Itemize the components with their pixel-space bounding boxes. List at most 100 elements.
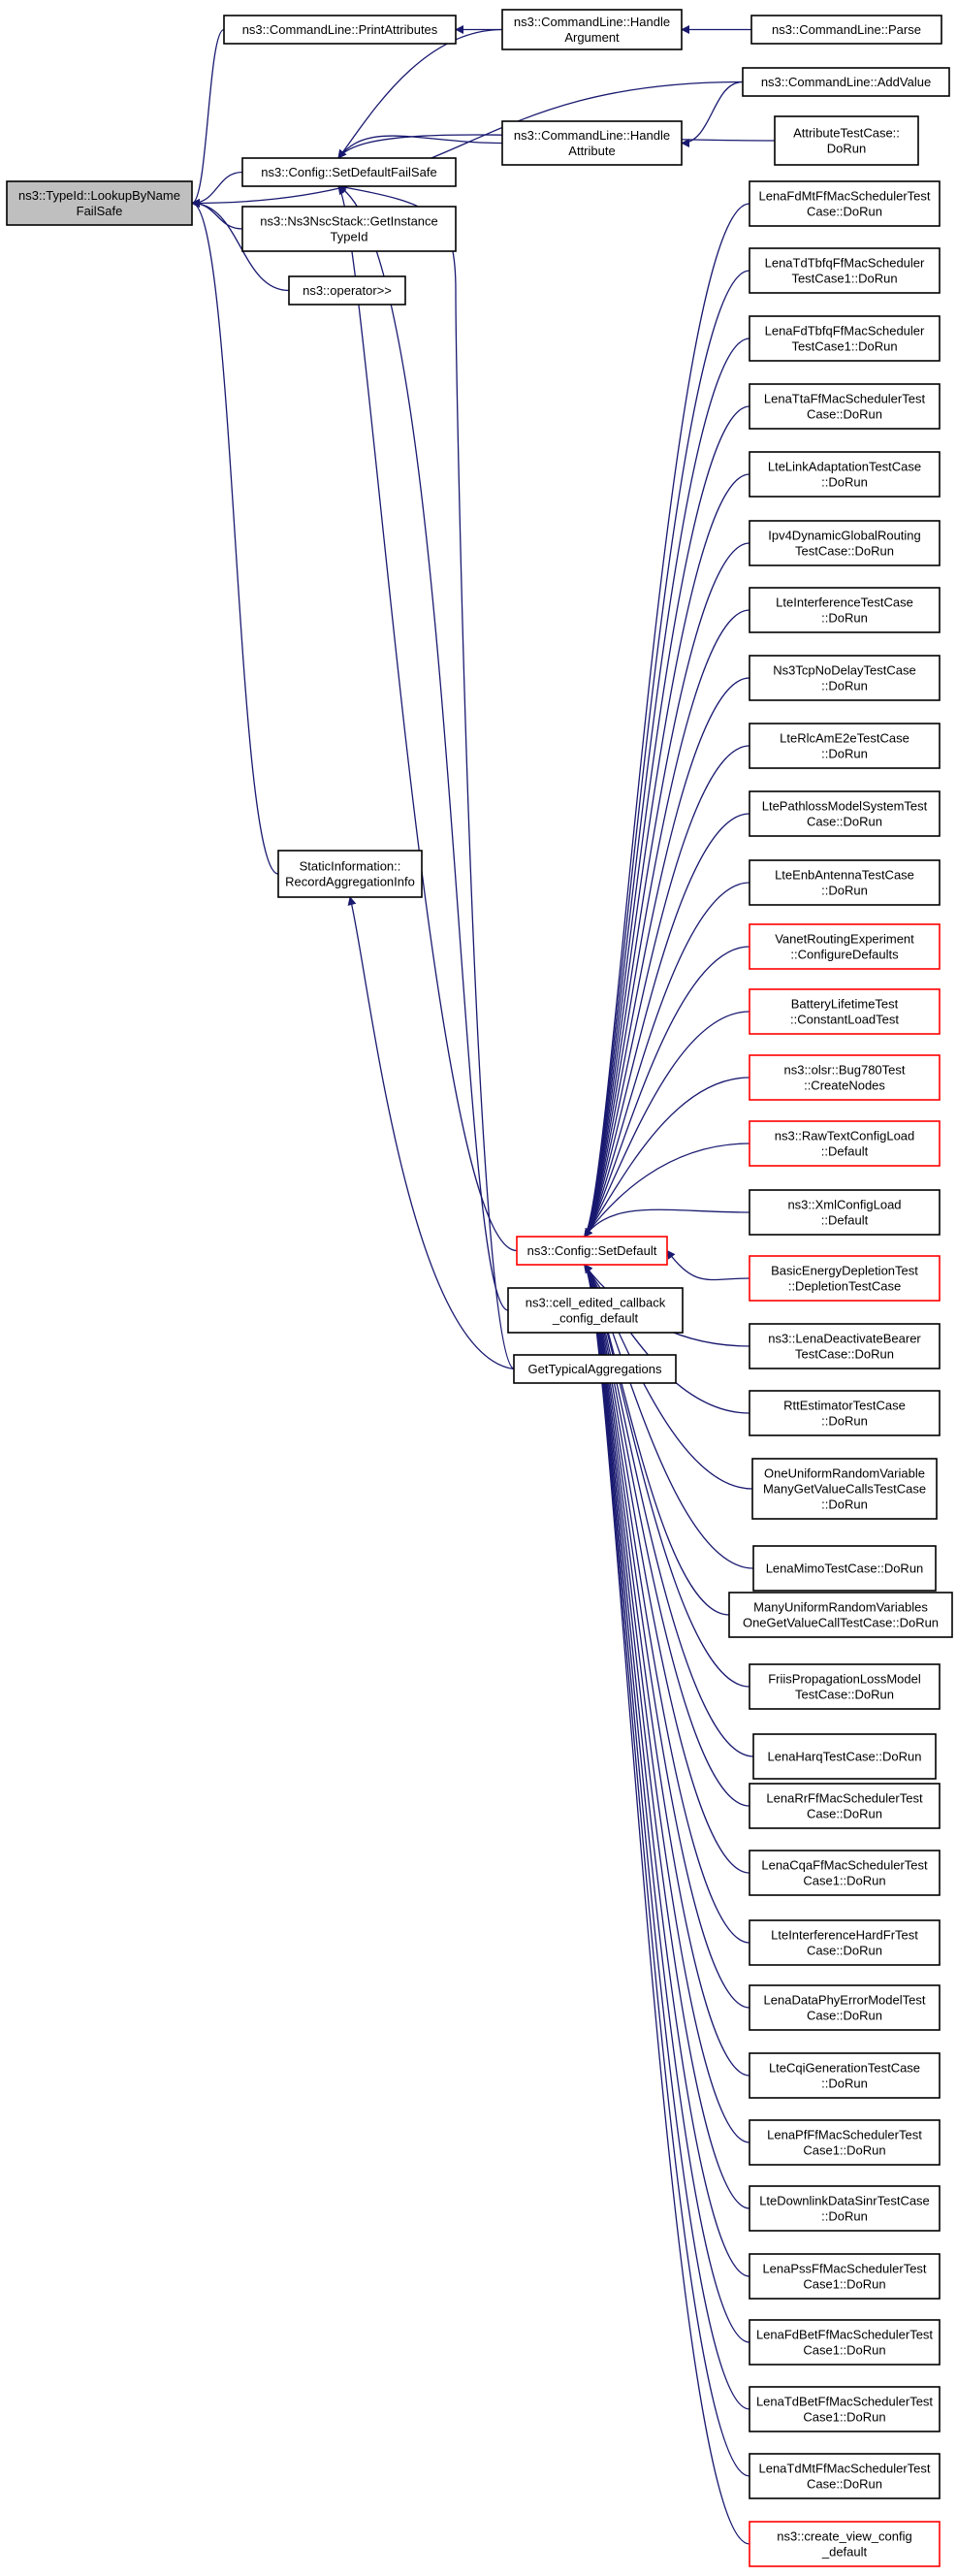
node-static-info[interactable]: StaticInformation::RecordAggregationInfo — [277, 850, 423, 898]
node-box[interactable] — [513, 1354, 677, 1384]
node-t12[interactable]: VanetRoutingExperiment::ConfigureDefault… — [749, 923, 941, 970]
node-set-default-failsafe[interactable]: ns3::Config::SetDefaultFailSafe — [241, 157, 457, 187]
node-box[interactable] — [516, 1236, 668, 1266]
node-t11[interactable]: LteEnbAntennaTestCase::DoRun — [749, 859, 941, 906]
node-box[interactable] — [742, 67, 950, 97]
node-box[interactable] — [288, 275, 406, 306]
node-t16[interactable]: ns3::XmlConfigLoad::Default — [749, 1189, 941, 1236]
node-t19[interactable]: RttEstimatorTestCase::DoRun — [749, 1390, 941, 1436]
node-set-default[interactable]: ns3::Config::SetDefault — [516, 1236, 668, 1266]
node-box[interactable] — [749, 2521, 941, 2567]
node-box[interactable] — [749, 1919, 941, 1966]
node-t08[interactable]: Ns3TcpNoDelayTestCase::DoRun — [749, 655, 941, 701]
node-box[interactable] — [749, 859, 941, 906]
node-box[interactable] — [749, 1390, 941, 1436]
node-box[interactable] — [774, 115, 919, 166]
node-box[interactable] — [749, 1850, 941, 1896]
node-operator-in[interactable]: ns3::operator>> — [288, 275, 406, 306]
node-box[interactable] — [749, 1120, 941, 1167]
node-parse[interactable]: ns3::CommandLine::Parse — [750, 15, 942, 45]
node-t17[interactable]: BasicEnergyDepletionTest::DepletionTestC… — [749, 1255, 941, 1302]
node-box[interactable] — [749, 2453, 941, 2499]
node-cell-edited[interactable]: ns3::cell_edited_callback_config_default — [507, 1287, 684, 1334]
node-box[interactable] — [749, 1783, 941, 1829]
node-t14[interactable]: ns3::olsr::Bug780Test::CreateNodes — [749, 1054, 941, 1101]
node-box[interactable] — [749, 1054, 941, 1101]
node-box[interactable] — [749, 2319, 941, 2366]
node-box[interactable] — [749, 451, 941, 498]
node-box[interactable] — [749, 1255, 941, 1302]
node-box[interactable] — [750, 15, 942, 45]
node-box[interactable] — [749, 2253, 941, 2300]
node-t15[interactable]: ns3::RawTextConfigLoad::Default — [749, 1120, 941, 1167]
node-t29[interactable]: LteCqiGenerationTestCase::DoRun — [749, 2052, 941, 2099]
node-box[interactable] — [752, 1733, 937, 1780]
node-box[interactable] — [749, 2185, 941, 2232]
node-box[interactable] — [749, 587, 941, 633]
node-box[interactable] — [749, 383, 941, 430]
node-t36[interactable]: ns3::create_view_config_default — [749, 2521, 941, 2567]
node-attribute-test[interactable]: AttributeTestCase::DoRun — [774, 115, 919, 166]
node-box[interactable] — [749, 1984, 941, 2031]
node-t21[interactable]: LenaMimoTestCase::DoRun — [752, 1545, 937, 1592]
node-print-attributes[interactable]: ns3::CommandLine::PrintAttributes — [223, 15, 457, 45]
node-box[interactable] — [223, 15, 457, 45]
node-box[interactable] — [749, 655, 941, 701]
node-box[interactable] — [749, 988, 941, 1035]
node-box[interactable] — [749, 520, 941, 566]
node-box[interactable] — [749, 1323, 941, 1369]
node-box[interactable] — [749, 180, 941, 227]
node-t20[interactable]: OneUniformRandomVariableManyGetValueCall… — [751, 1458, 938, 1520]
node-typical-agg[interactable]: GetTypicalAggregations — [513, 1354, 677, 1384]
node-box[interactable] — [749, 723, 941, 769]
node-t09[interactable]: LteRlcAmE2eTestCase::DoRun — [749, 723, 941, 769]
node-box[interactable] — [751, 1458, 938, 1520]
node-box[interactable] — [728, 1592, 953, 1638]
node-box[interactable] — [749, 247, 941, 294]
node-box[interactable] — [749, 2386, 941, 2432]
node-box[interactable] — [749, 923, 941, 970]
node-box[interactable] — [749, 315, 941, 362]
node-box[interactable] — [501, 120, 683, 166]
node-t31[interactable]: LteDownlinkDataSinrTestCase::DoRun — [749, 2185, 941, 2232]
node-box[interactable] — [241, 206, 457, 252]
node-box[interactable] — [6, 180, 193, 226]
node-box[interactable] — [752, 1545, 937, 1592]
node-box[interactable] — [507, 1287, 684, 1334]
node-t24[interactable]: LenaHarqTestCase::DoRun — [752, 1733, 937, 1780]
node-box[interactable] — [749, 2119, 941, 2166]
node-t07[interactable]: LteInterferenceTestCase::DoRun — [749, 587, 941, 633]
node-box[interactable] — [501, 9, 683, 50]
node-box[interactable] — [749, 790, 941, 837]
node-box[interactable] — [241, 157, 457, 187]
node-t05[interactable]: LteLinkAdaptationTestCase::DoRun — [749, 451, 941, 498]
node-add-value[interactable]: ns3::CommandLine::AddValue — [742, 67, 950, 97]
node-box[interactable] — [749, 1189, 941, 1236]
node-t13[interactable]: BatteryLifetimeTest::ConstantLoadTest — [749, 988, 941, 1035]
node-box[interactable] — [749, 2052, 941, 2099]
node-t22[interactable]: ManyUniformRandomVariablesOneGetValueCal… — [728, 1592, 953, 1638]
node-box[interactable] — [277, 850, 423, 898]
node-box[interactable] — [749, 1663, 941, 1710]
